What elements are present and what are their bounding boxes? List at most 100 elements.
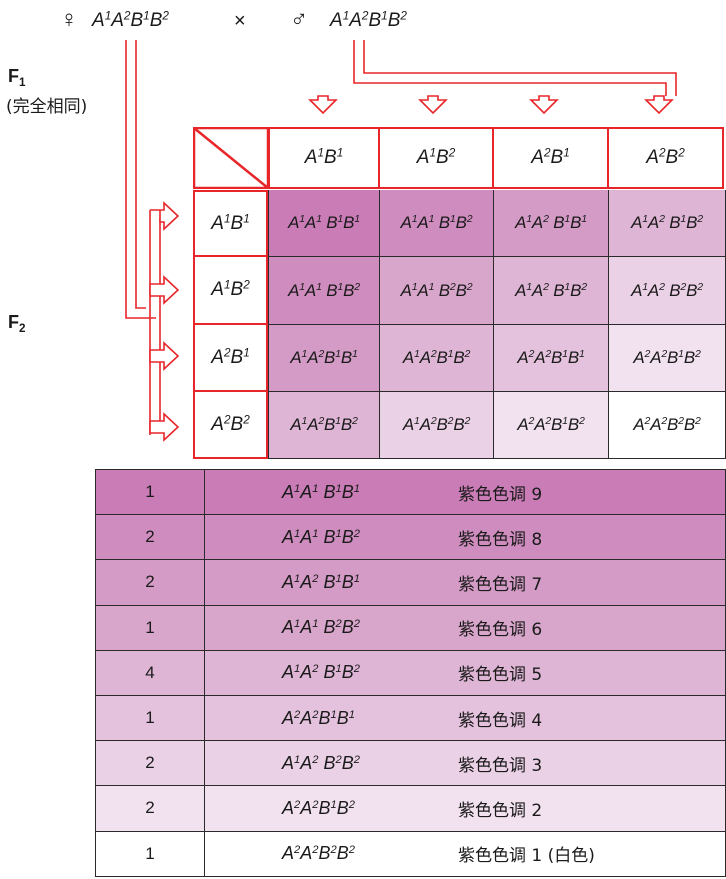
allele-index: 1	[353, 572, 360, 585]
allele-letter: B	[667, 415, 679, 434]
summary-phenotype: 紫色色调 8	[458, 529, 543, 550]
allele-index: 1	[223, 212, 231, 226]
allele-index: 1	[429, 146, 436, 160]
allele-letter: B	[669, 280, 681, 300]
summary-genotype-text: A1A2 B1B1	[282, 572, 360, 593]
cross-symbol: ×	[234, 10, 246, 32]
allele-letter: B	[230, 212, 244, 234]
allele-letter: B	[341, 617, 354, 638]
allele-index: 1	[428, 213, 435, 226]
allele-letter: B	[455, 280, 467, 300]
allele-letter: B	[551, 415, 563, 434]
allele-letter: B	[324, 415, 336, 434]
f2-genotype: A1A2 B1B1	[515, 213, 587, 233]
summary-genotype-text: A1A1 B1B1	[282, 482, 360, 503]
allele-index: 2	[578, 415, 585, 428]
allele-index: 2	[318, 415, 324, 428]
allele-index: 2	[335, 753, 342, 766]
allele-index: 1	[243, 346, 250, 360]
allele-index: 1	[294, 572, 301, 585]
f2-genotype: A1A1 B1B1	[288, 213, 360, 233]
f2-genotype: A1A2B1B2	[290, 415, 357, 435]
allele-index: 1	[294, 618, 301, 631]
allele-letter: A	[282, 662, 295, 683]
allele-letter: B	[149, 10, 163, 31]
summary-count: 2	[96, 741, 205, 786]
male-parent-genotype: A1A2B1B2	[330, 10, 407, 32]
f2-genotype: A1A2B1B2	[403, 348, 470, 368]
allele-letter: B	[551, 348, 563, 367]
allele-index: 2	[312, 708, 319, 721]
column-gamete-header: A1B2	[380, 127, 494, 189]
summary-genotype: A1A2 B2B2	[282, 741, 360, 785]
f2-genotype: A1A2 B2B2	[631, 281, 703, 301]
allele-letter: B	[336, 797, 349, 818]
summary-count: 2	[96, 560, 205, 605]
allele-letter: B	[553, 213, 565, 232]
f2-label: F2	[8, 312, 26, 336]
allele-index: 2	[330, 844, 337, 857]
row-gamete-label: A1B1	[211, 213, 249, 235]
summary-genotype: A1A1 B1B1	[282, 470, 360, 514]
allele-index: 1	[351, 348, 358, 361]
f2-genotype-cell: A1A1 B1B2	[268, 257, 380, 325]
allele-index: 1	[301, 348, 308, 361]
summary-phenotype: 紫色色调 9	[458, 484, 543, 505]
f2-genotype: A2A2B1B1	[517, 348, 584, 368]
f2-genotype: A1A1 B1B2	[288, 281, 360, 301]
allele-index: 1	[564, 280, 571, 293]
summary-count: 2	[96, 786, 205, 831]
allele-index: 2	[697, 213, 703, 226]
allele-index: 1	[680, 213, 687, 226]
allele-index: 1	[563, 146, 570, 160]
summary-genotype: A2A2B2B2	[282, 832, 355, 876]
summary-count: 4	[96, 650, 205, 695]
allele-index: 2	[659, 213, 665, 226]
allele-letter: A	[290, 415, 302, 434]
allele-letter: A	[111, 10, 124, 31]
allele-letter: A	[631, 280, 643, 300]
allele-letter: A	[633, 415, 645, 434]
f2-genotype-cell: A1A2B2B2	[380, 392, 494, 459]
allele-index: 2	[400, 9, 407, 23]
summary-phenotype: 紫色色调 7	[458, 574, 543, 595]
punnett-corner	[193, 127, 269, 189]
allele-letter: B	[436, 415, 448, 434]
allele-index: 2	[678, 146, 685, 160]
allele-letter: B	[683, 348, 695, 367]
male-symbol-icon: ♂	[290, 6, 308, 33]
column-gamete-label: A1B2	[417, 147, 455, 169]
allele-index: 1	[578, 348, 585, 361]
summary-row: 2 A1A2 B1B1 紫色色调 7	[95, 560, 726, 606]
allele-index: 1	[642, 213, 648, 226]
allele-index: 2	[243, 413, 250, 427]
allele-index: 1	[312, 618, 319, 631]
row-gamete-label: A1B2	[211, 279, 249, 301]
allele-letter: A	[400, 213, 412, 232]
allele-index: 1	[316, 280, 322, 293]
allele-letter: B	[669, 213, 681, 232]
allele-index: 2	[644, 415, 651, 428]
allele-letter: A	[304, 280, 317, 300]
allele-letter: B	[318, 797, 331, 818]
summary-phenotype: 紫色色调 4	[458, 710, 543, 731]
allele-index: 1	[335, 348, 341, 361]
allele-index: 2	[464, 348, 471, 361]
summary-phenotype: 紫色色调 5	[458, 665, 543, 686]
gamete-arrows	[125, 40, 677, 442]
allele-index: 1	[411, 280, 418, 293]
allele-index: 1	[299, 213, 305, 226]
allele-letter: B	[318, 843, 331, 864]
allele-index: 1	[348, 708, 355, 721]
allele-index: 2	[694, 415, 701, 428]
allele-letter: B	[570, 280, 582, 300]
allele-letter: B	[436, 348, 448, 367]
allele-index: 1	[335, 572, 342, 585]
allele-index: 1	[414, 348, 420, 361]
allele-index: 2	[294, 844, 301, 857]
allele-letter: A	[307, 348, 319, 367]
allele-letter: B	[323, 526, 336, 547]
f1-label: F1	[8, 66, 26, 90]
